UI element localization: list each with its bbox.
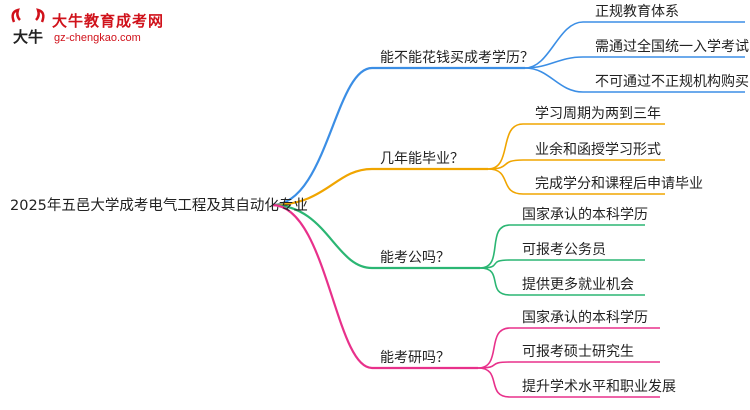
child-label: 业余和函授学习形式 bbox=[535, 141, 661, 158]
root-topic: 2025年五邑大学成考电气工程及其自动化专业 bbox=[10, 197, 308, 214]
logo: 大牛 大牛教育成考网 gz-chengkao.com bbox=[8, 8, 183, 54]
child-link bbox=[524, 21, 584, 69]
child-link bbox=[487, 168, 524, 195]
logo-url: gz-chengkao.com bbox=[54, 32, 141, 44]
child-link bbox=[479, 224, 511, 269]
logo-mark-text: 大牛 bbox=[13, 28, 43, 46]
child-label: 可报考硕士研究生 bbox=[522, 344, 634, 360]
child-link bbox=[524, 67, 584, 93]
child-link bbox=[479, 267, 511, 296]
child-label: 国家承认的本科学历 bbox=[522, 309, 648, 326]
child-label: 国家承认的本科学历 bbox=[522, 206, 648, 223]
branch-link bbox=[271, 203, 373, 270]
child-link bbox=[487, 159, 524, 170]
logo-title: 大牛教育成考网 bbox=[52, 12, 165, 30]
child-label: 提供更多就业机会 bbox=[522, 276, 634, 293]
child-link bbox=[487, 123, 524, 170]
branch-label: 能不能花钱买成考学历？ bbox=[380, 50, 534, 66]
child-label: 提升学术水平和职业发展 bbox=[522, 379, 676, 395]
branch-label: 能考研吗？ bbox=[380, 350, 450, 366]
child-label: 正规教育体系 bbox=[595, 4, 679, 20]
branch-link bbox=[271, 167, 373, 207]
child-link bbox=[477, 327, 511, 369]
bull-logo-icon: 大牛 bbox=[11, 8, 45, 46]
child-link bbox=[479, 259, 511, 269]
branch-label: 几年能毕业？ bbox=[380, 151, 464, 167]
child-label: 完成学分和课程后申请毕业 bbox=[535, 176, 703, 192]
child-label: 可报考公务员 bbox=[522, 242, 606, 258]
child-link bbox=[477, 361, 511, 369]
child-label: 学习周期为两到三年 bbox=[535, 106, 661, 122]
child-label: 需通过全国统一入学考试 bbox=[595, 38, 749, 55]
child-link bbox=[477, 367, 511, 398]
mind-map-links bbox=[271, 21, 745, 398]
mind-map-nodes: 能不能花钱买成考学历？ 正规教育体系需通过全国统一入学考试不可通过不正规机构购买几… bbox=[380, 4, 749, 395]
branch-link bbox=[271, 203, 373, 370]
child-label: 不可通过不正规机构购买 bbox=[595, 74, 749, 90]
branch-label: 能考公吗？ bbox=[380, 250, 450, 266]
branch-link bbox=[271, 66, 373, 207]
